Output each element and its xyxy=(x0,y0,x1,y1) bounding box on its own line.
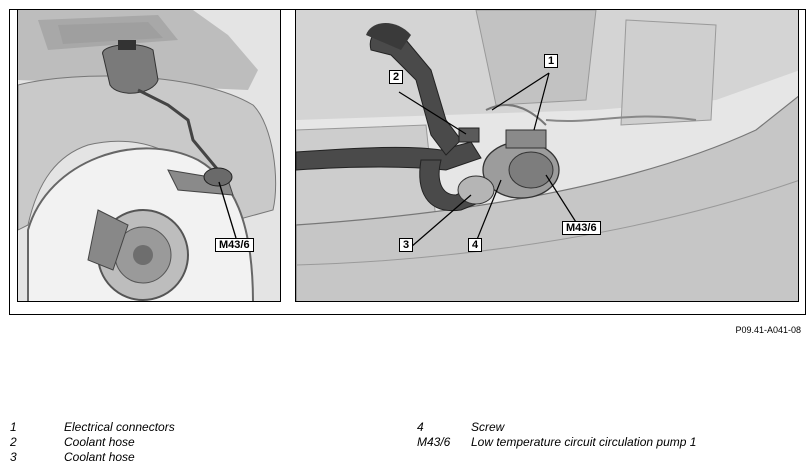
callout-m43-6-overview: M43/6 xyxy=(215,238,254,252)
overview-drawing xyxy=(18,10,280,301)
detail-illustration: 1 2 3 4 M43/6 xyxy=(295,9,799,302)
legend-text: Coolant hose xyxy=(64,450,135,464)
legend-text: Low temperature circuit circulation pump… xyxy=(471,435,697,449)
legend-key: 3 xyxy=(10,450,17,464)
legend-key: 4 xyxy=(417,420,424,434)
legend-key: 2 xyxy=(10,435,17,449)
callout-4: 4 xyxy=(468,238,483,252)
legend-key: 1 xyxy=(10,420,17,434)
callout-3: 3 xyxy=(399,238,414,252)
legend-text: Coolant hose xyxy=(64,435,135,449)
legend-key: M43/6 xyxy=(417,435,451,449)
legend-text: Screw xyxy=(471,420,505,434)
callout-1: 1 xyxy=(544,54,559,68)
callout-2: 2 xyxy=(389,70,404,84)
legend-text: Electrical connectors xyxy=(64,420,175,434)
callout-m43-6-detail: M43/6 xyxy=(562,221,601,235)
overview-illustration: M43/6 xyxy=(17,9,281,302)
figure-code: P09.41-A041-08 xyxy=(735,325,801,335)
